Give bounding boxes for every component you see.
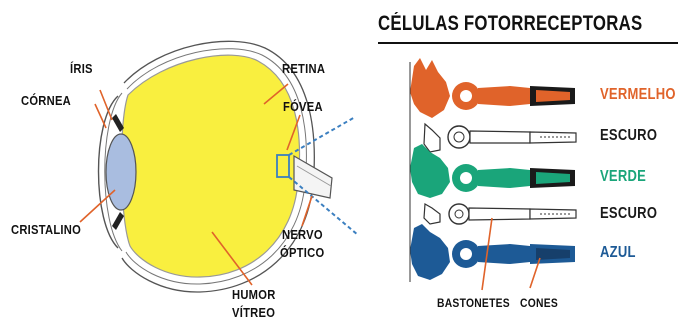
label-verde: VERDE [600, 168, 646, 186]
optic-nerve [294, 156, 332, 198]
label-cones: CONES [520, 297, 558, 310]
vitreous-body [121, 55, 299, 277]
lens-shape [106, 134, 136, 210]
iris-shape [112, 114, 124, 132]
label-humor-2: VÍTREO [232, 306, 275, 320]
leader-cristalino [80, 190, 115, 222]
label-nervo-1: NERVO [282, 228, 323, 242]
label-escuro-2: ESCURO [600, 205, 657, 223]
label-nervo-2: ÓPTICO [280, 246, 324, 260]
label-humor-1: HUMOR [232, 288, 276, 302]
label-bastonetes: BASTONETES [437, 297, 510, 310]
label-azul: AZUL [600, 244, 636, 262]
leader-nervo [302, 196, 312, 226]
label-cornea: CÓRNEA [21, 94, 71, 108]
label-fovea: FÓVEA [283, 100, 323, 114]
rod-2 [424, 204, 576, 224]
label-escuro-1: ESCURO [600, 127, 657, 145]
leader-cornea [95, 104, 106, 128]
cone-red [410, 58, 575, 118]
label-retina: RETINA [282, 62, 325, 76]
cone-green [410, 144, 575, 198]
label-vermelho: VERMELHO [600, 86, 676, 104]
title-rule [378, 42, 678, 44]
rod-1 [424, 124, 576, 152]
label-iris: ÍRIS [70, 62, 93, 76]
cone-blue [410, 224, 575, 280]
label-cristalino: CRISTALINO [11, 223, 81, 237]
page-title: CÉLULAS FOTORRECEPTORAS [378, 12, 642, 36]
